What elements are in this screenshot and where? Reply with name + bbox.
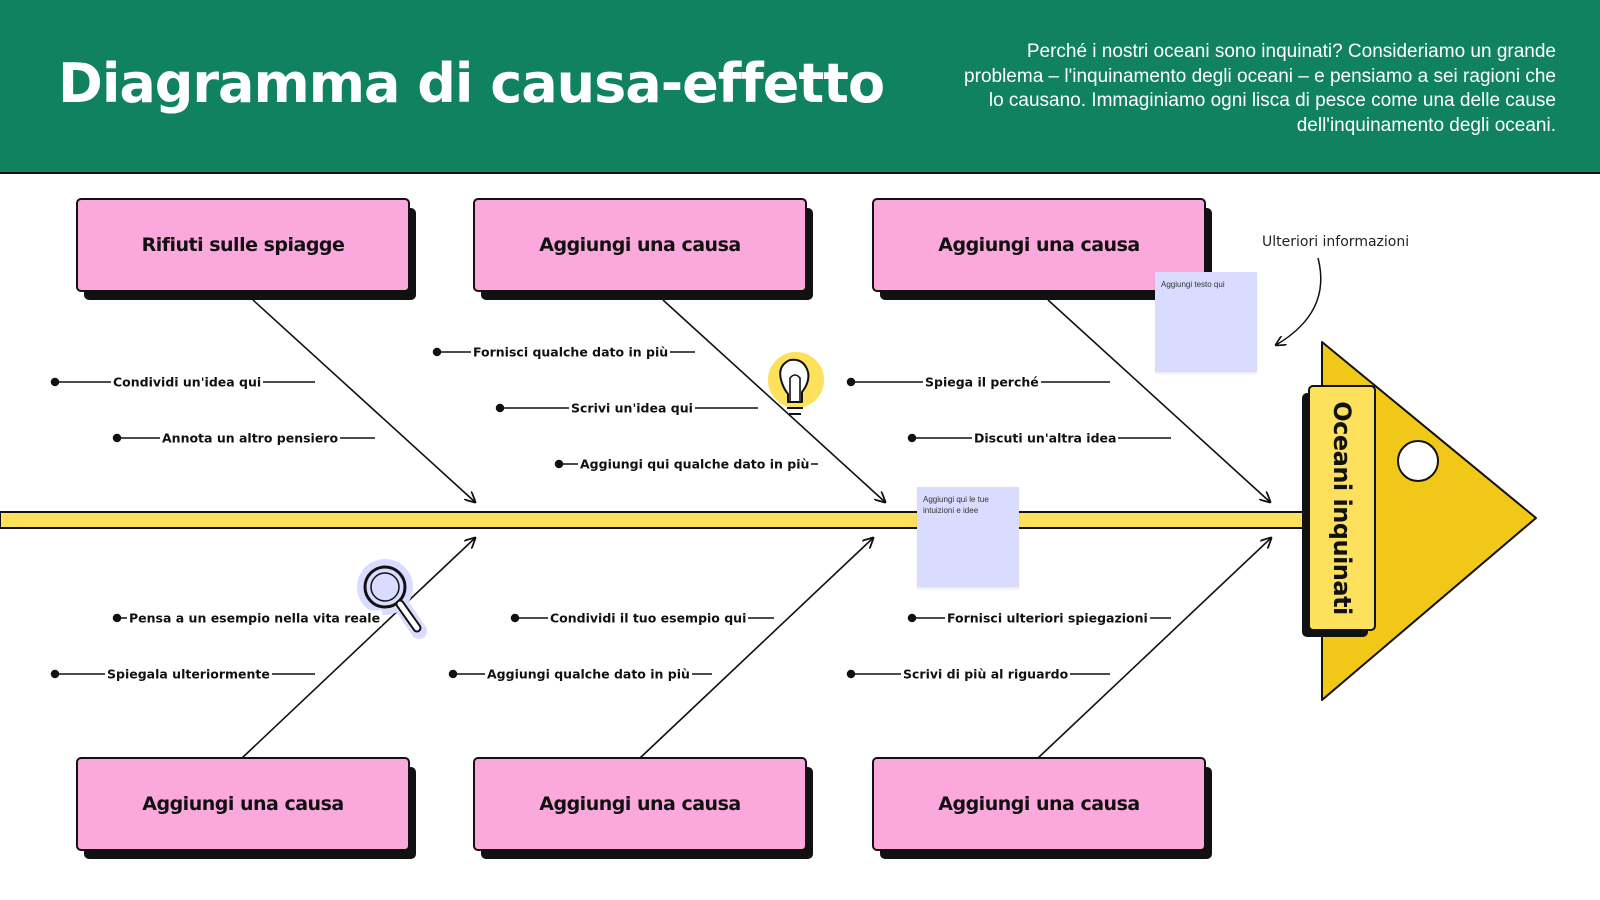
sub-bone-dot [432,347,442,357]
sub-bone-dot [448,669,458,679]
bone-top-1 [252,299,475,502]
cause-label: Aggiungi una causa [473,757,807,851]
lightbulb-icon [768,352,824,415]
sticky-note-1[interactable]: Aggiungi testo qui [1155,272,1257,372]
sub-bone-dot [846,377,856,387]
sticky-note-2[interactable]: Aggiungi qui le tue intuizioni e idee [917,487,1019,587]
sub-cause-label[interactable]: Aggiungi qualche dato in più [485,666,692,682]
fish-eye [1397,440,1439,482]
sub-cause-label[interactable]: Pensa a un esempio nella vita reale [127,610,383,626]
sub-cause-label[interactable]: Scrivi un'idea qui [569,400,695,416]
cause-box-bottom-3[interactable]: Aggiungi una causa [872,757,1212,859]
effect-label: Oceani inquinati [1328,401,1356,615]
bone-bottom-3 [1037,538,1271,759]
sub-cause-label[interactable]: Fornisci ulteriori spiegazioni [945,610,1150,626]
sub-bone-dot [50,669,60,679]
sub-bone-dot [112,433,122,443]
magnifier-icon [357,559,427,639]
more-info-label: Ulteriori informazioni [1262,234,1410,250]
cause-label: Rifiuti sulle spiagge [76,198,410,292]
cause-box-bottom-2[interactable]: Aggiungi una causa [473,757,813,859]
sub-cause-label[interactable]: Condividi il tuo esempio qui [548,610,749,626]
sub-bone-dot [907,613,917,623]
cause-label: Aggiungi una causa [76,757,410,851]
bone-top-3 [1047,299,1270,502]
cause-box-bottom-1[interactable]: Aggiungi una causa [76,757,416,859]
sub-bone-dot [112,613,122,623]
sub-bone-dot [907,433,917,443]
sub-cause-label[interactable]: Scrivi di più al riguardo [901,666,1071,682]
sub-cause-label[interactable]: Condividi un'idea qui [111,374,264,390]
cause-label: Aggiungi una causa [473,198,807,292]
page-title: Diagramma di causa-effetto [58,52,885,115]
sub-bone-dot [510,613,520,623]
cause-box-top-2[interactable]: Aggiungi una causa [473,198,813,300]
sub-cause-label[interactable]: Spiegala ulteriormente [105,666,272,682]
cause-label: Aggiungi una causa [872,757,1206,851]
sub-cause-label[interactable]: Aggiungi qui qualche dato in più [578,456,812,472]
effect-box[interactable]: Oceani inquinati [1302,385,1376,637]
sub-cause-label[interactable]: Discuti un'altra idea [972,430,1119,446]
fish-spine [0,511,1321,529]
page-description: Perché i nostri oceani sono inquinati? C… [964,41,1556,136]
header-banner: Diagramma di causa-effetto Perché i nost… [0,0,1600,174]
sub-bone-dot [846,669,856,679]
sub-bone-dot [495,403,505,413]
bone-bottom-2 [639,538,873,759]
bone-bottom-1 [241,538,475,759]
sub-cause-label[interactable]: Annota un altro pensiero [160,430,341,446]
sub-cause-label[interactable]: Spiega il perché [923,374,1041,390]
cause-label: Aggiungi una causa [872,198,1206,292]
bone-top-2 [662,299,885,502]
sub-cause-label[interactable]: Fornisci qualche dato in più [471,344,671,360]
sub-bone-dot [554,459,564,469]
cause-box-top-3[interactable]: Aggiungi una causa [872,198,1212,300]
effect-face: Oceani inquinati [1308,385,1376,631]
more-info-arrow [1276,257,1322,345]
sub-bone-dot [50,377,60,387]
cause-box-top-1[interactable]: Rifiuti sulle spiagge [76,198,416,300]
